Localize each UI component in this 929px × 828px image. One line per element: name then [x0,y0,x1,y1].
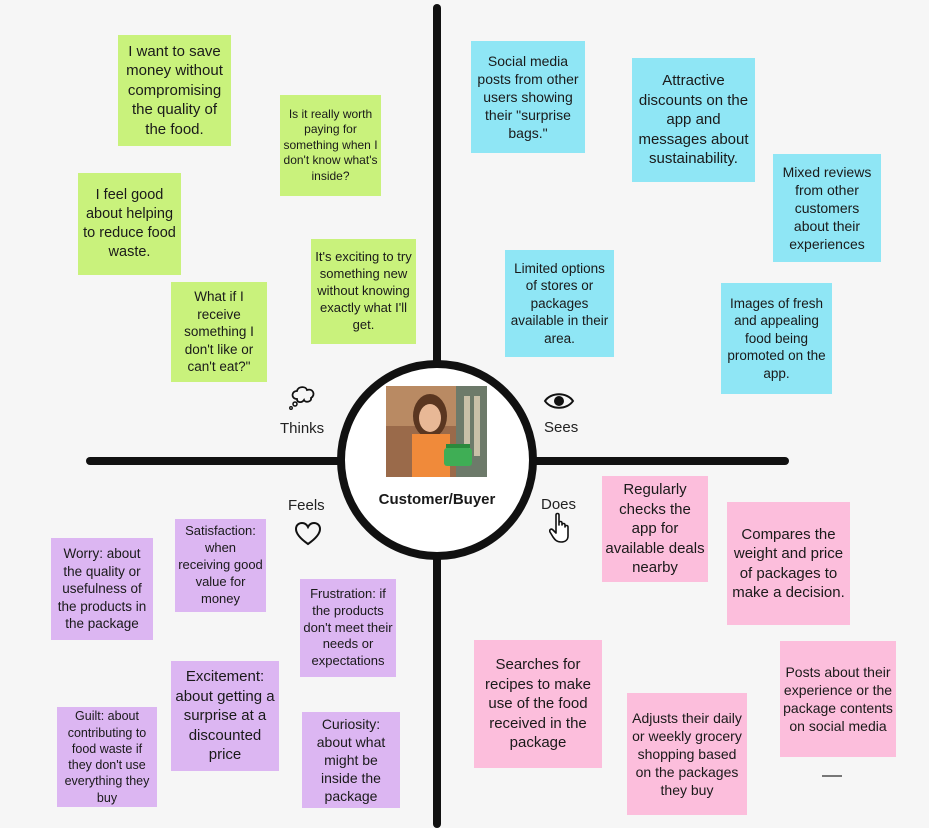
thinks-label: Thinks [280,420,325,437]
thinks-note: What if I receive something I don't like… [171,282,267,382]
thinks-note: I want to save money without compromisin… [118,35,231,146]
sees-note: Images of fresh and appealing food being… [721,283,832,394]
feels-note: Curiosity: about what might be inside th… [302,712,400,808]
thinks-note: It's exciting to try something new witho… [311,239,416,344]
does-note: Posts about their experience or the pack… [780,641,896,757]
sees-note: Attractive discounts on the app and mess… [632,58,755,182]
does-note: Regularly checks the app for available d… [602,476,708,582]
feels-note: Frustration: if the products don't meet … [300,579,396,677]
vertical-axis-bottom [433,555,441,828]
horizontal-axis-right [533,457,789,465]
sees-label: Sees [544,419,579,436]
sees-note: Social media posts from other users show… [471,41,585,153]
does-note: Adjusts their daily or weekly grocery sh… [627,693,747,815]
horizontal-axis-left [86,457,341,465]
eye-icon [543,391,575,416]
thought-bubble-icon [287,385,319,416]
does-note: Compares the weight and price of package… [727,502,850,625]
feels-note: Excitement: about getting a surprise at … [171,661,279,771]
divider-dash [822,775,842,777]
does-note: Searches for recipes to make use of the … [474,640,602,768]
heart-icon [294,521,322,552]
pointing-hand-icon [548,512,571,549]
vertical-axis-top [433,4,441,366]
feels-note: Satisfaction: when receiving good value … [175,519,266,612]
feels-label: Feels [288,497,325,514]
thinks-note: I feel good about helping to reduce food… [78,173,181,275]
customer-photo [386,386,487,477]
thinks-note: Is it really worth paying for something … [280,95,381,196]
feels-note: Guilt: about contributing to food waste … [57,707,157,807]
sees-note: Mixed reviews from other customers about… [773,154,881,262]
does-label: Does [541,496,577,513]
sees-note: Limited options of stores or packages av… [505,250,614,357]
feels-note: Worry: about the quality or usefulness o… [51,538,153,640]
center-title: Customer/Buyer [378,491,496,508]
